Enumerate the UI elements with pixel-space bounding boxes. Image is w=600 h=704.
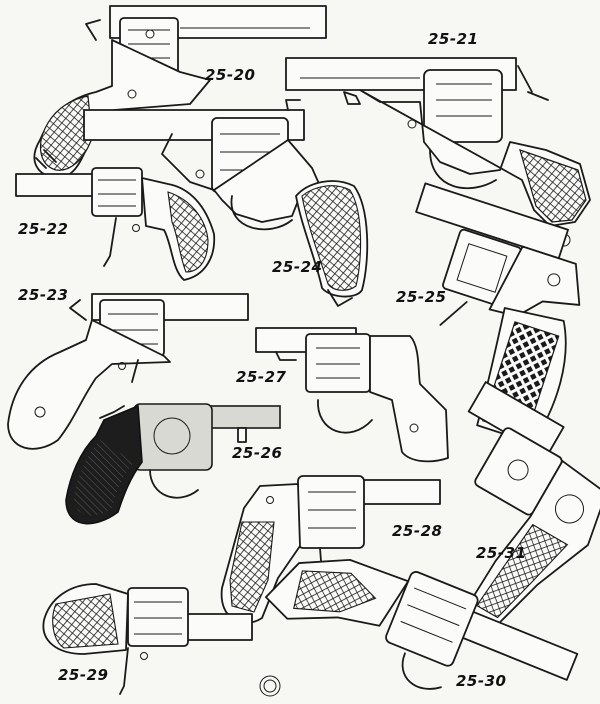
label-25-27: 25-27 xyxy=(236,368,287,386)
label-25-23: 25-23 xyxy=(18,286,69,304)
label-25-24: 25-24 xyxy=(272,258,323,276)
label-25-29: 25-29 xyxy=(58,666,109,684)
label-25-25: 25-25 xyxy=(396,288,447,306)
label-25-22: 25-22 xyxy=(18,220,69,238)
label-25-30: 25-30 xyxy=(456,672,507,690)
label-25-21: 25-21 xyxy=(428,30,479,48)
label-25-26: 25-26 xyxy=(232,444,283,462)
label-25-20: 25-20 xyxy=(205,66,256,84)
label-25-28: 25-28 xyxy=(392,522,443,540)
label-25-31: 25-31 xyxy=(476,544,527,562)
